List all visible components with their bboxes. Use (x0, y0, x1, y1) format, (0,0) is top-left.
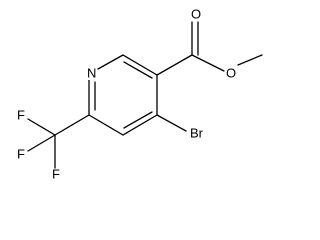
bond-c4-c5 (122, 114, 158, 136)
bond-c4-br (156, 114, 187, 132)
bond-c6-cf3 (54, 114, 90, 136)
atom-ester-oxygen: O (226, 66, 236, 81)
atom-fluorine-1: F (17, 108, 25, 123)
bond-cf3-f1 (27, 118, 56, 136)
bond-n-c2 (97, 54, 124, 70)
trifluoromethyl-group (27, 114, 90, 169)
ester-group (156, 21, 263, 76)
atom-bromine: Br (190, 126, 204, 141)
atom-labels: N O O Br F F F (17, 7, 237, 182)
bond-c4-c5-inner (123, 111, 153, 129)
atom-fluorine-3: F (52, 167, 60, 182)
atom-fluorine-2: F (17, 147, 25, 162)
bond-c2-c3 (122, 54, 158, 76)
pyridine-ring (88, 54, 158, 136)
bond-c5-c6 (88, 114, 124, 136)
bond-cf3-f2 (27, 134, 56, 152)
bond-ester-o-methyl (237, 54, 263, 66)
atom-carbonyl-oxygen: O (191, 7, 201, 22)
atom-nitrogen: N (87, 66, 96, 81)
bond-carbonyl-ester-o (191, 54, 225, 72)
bond-c2-c3-inner (123, 61, 153, 79)
chemical-structure: N O O Br F F F (17, 7, 263, 182)
bond-c3-carbonyl (156, 54, 193, 76)
